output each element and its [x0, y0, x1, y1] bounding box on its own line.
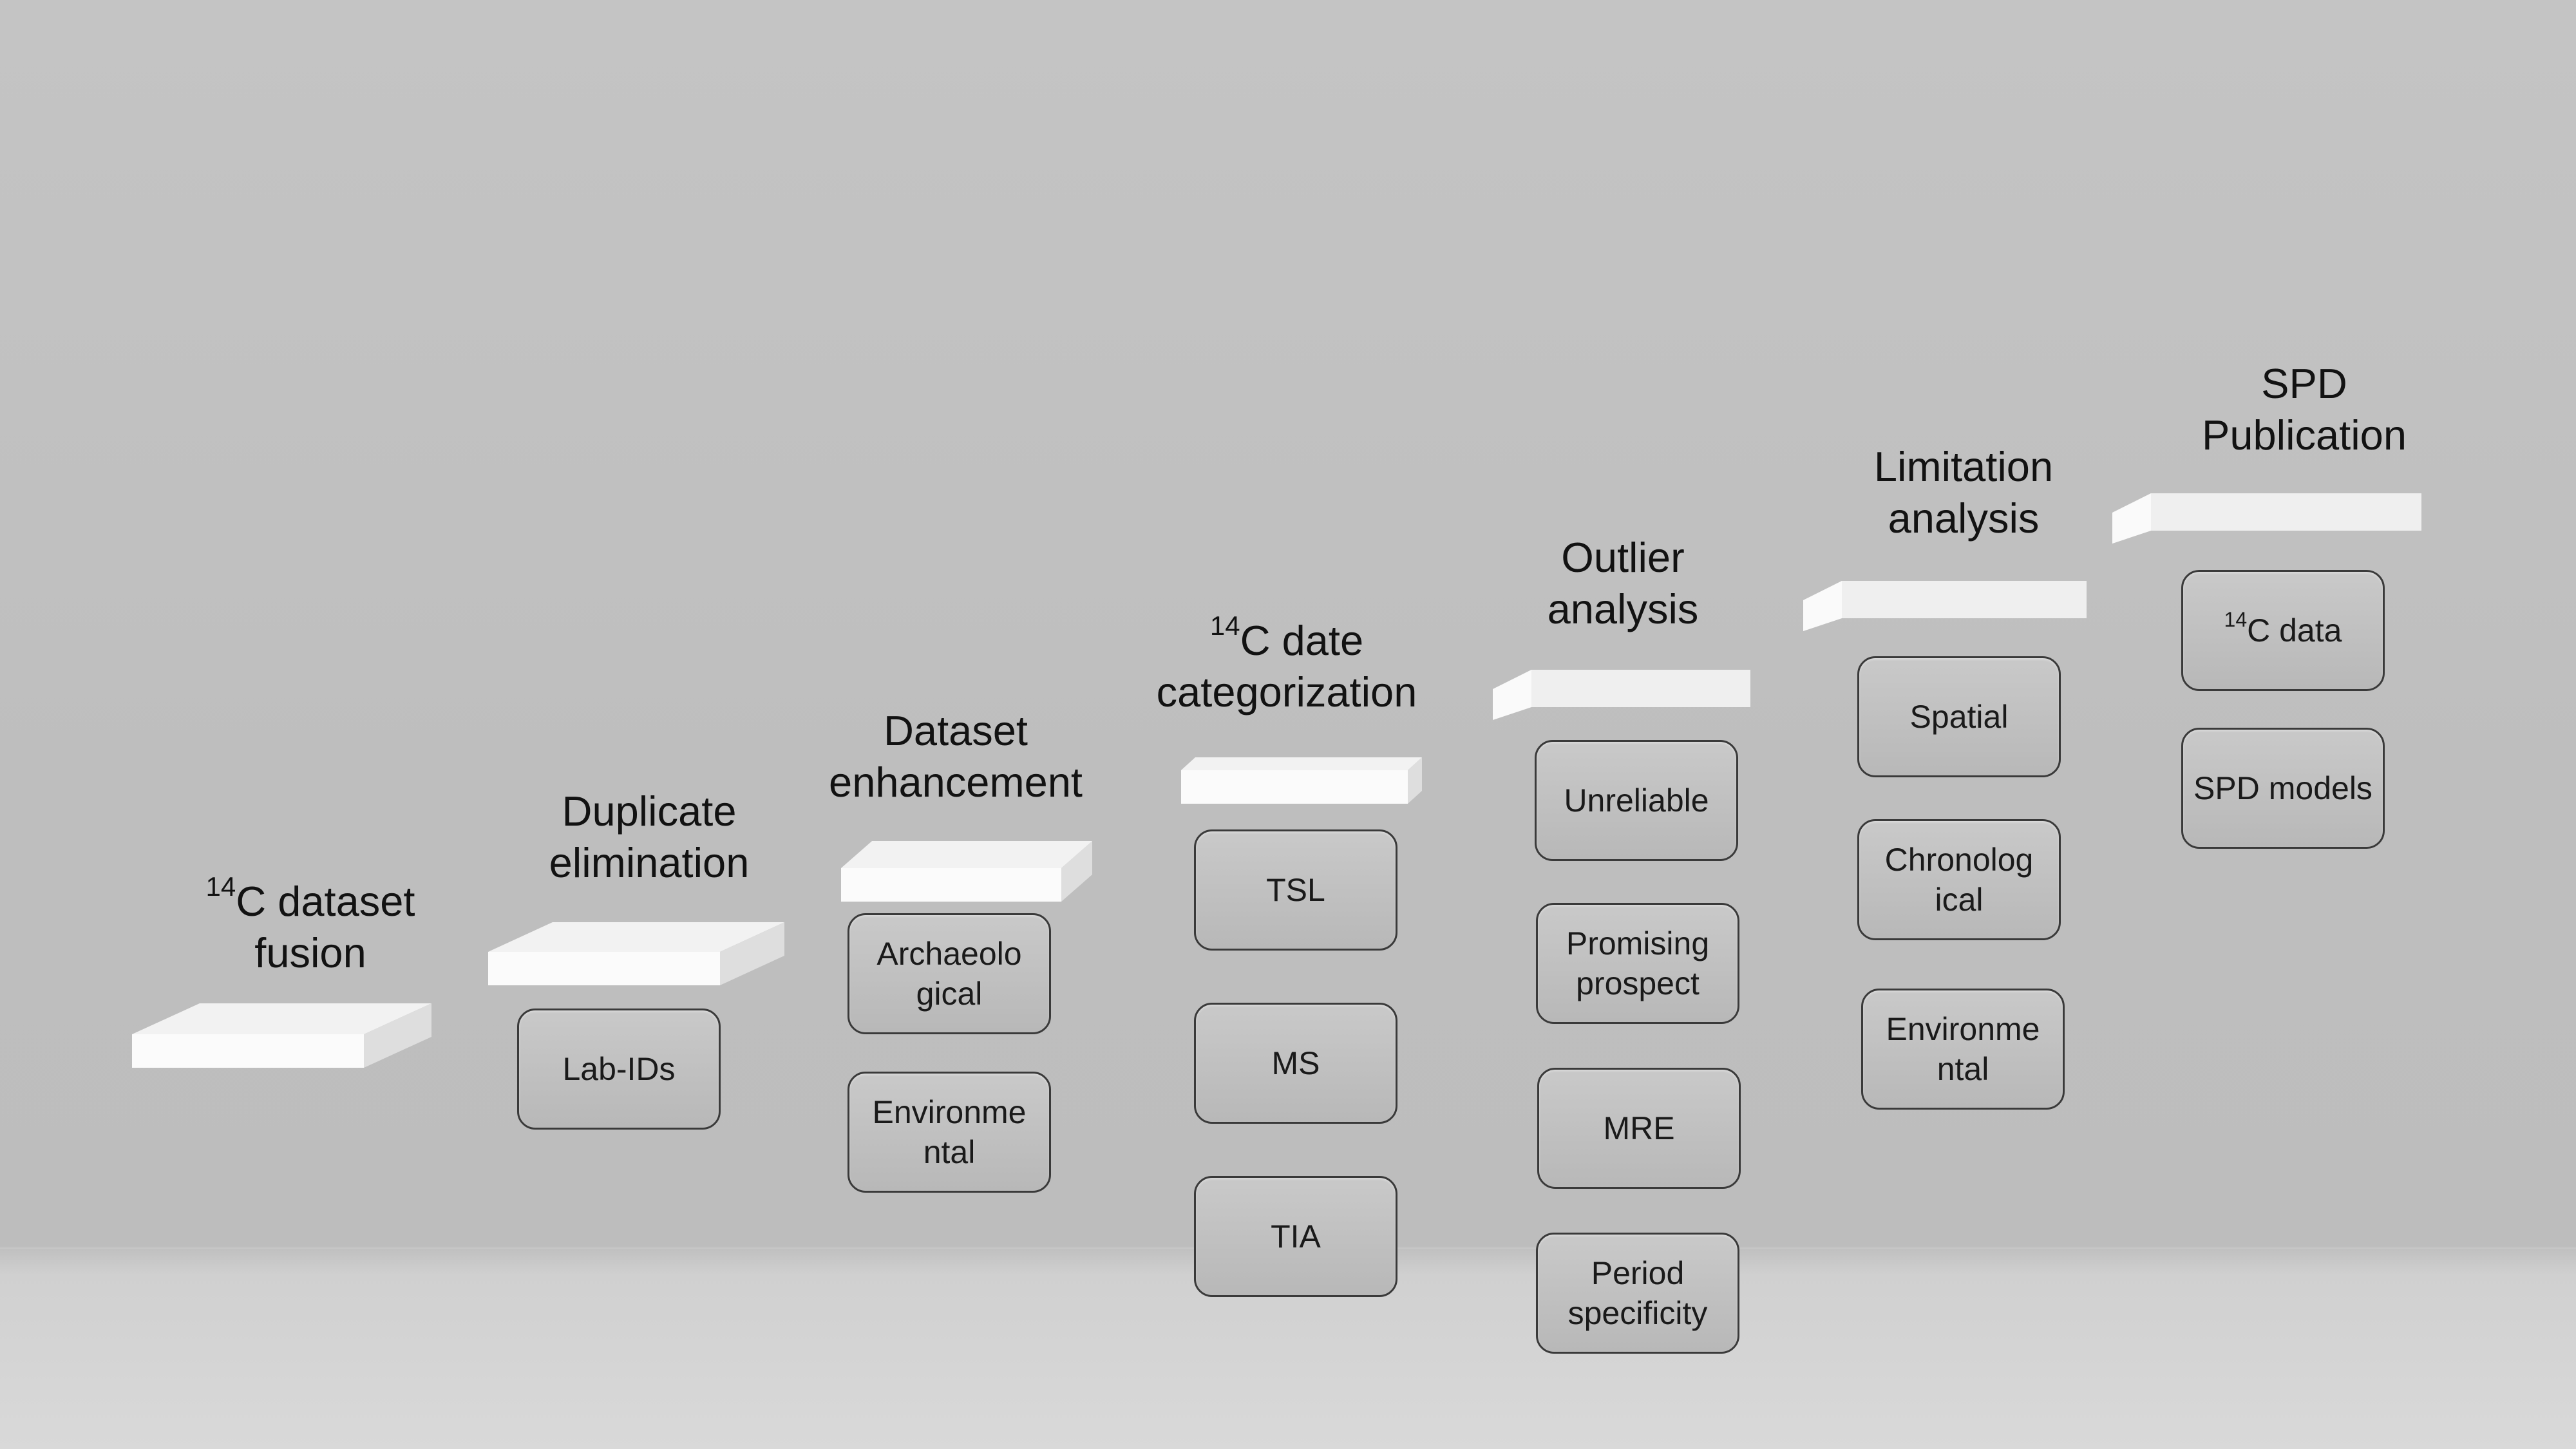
step-6-item-3: Environme ntal — [1861, 989, 2065, 1110]
step-3-item-2: Environme ntal — [848, 1072, 1051, 1193]
step-5-item-1-label: Unreliable — [1564, 782, 1709, 819]
superscript-14: 14 — [205, 871, 236, 902]
shelf-face-3 — [1061, 841, 1092, 902]
superscript-14: 14 — [2224, 608, 2248, 631]
step-7-item-1-label-text: C data — [2247, 612, 2342, 649]
step-1-title-line-1: 14C dataset — [206, 873, 415, 927]
step-5-title-line-1: Outlier — [1561, 534, 1685, 581]
step-5-shelf — [1493, 663, 1763, 734]
step-3-item-1-label: Archaeolo gical — [876, 936, 1022, 1012]
step-7-item-2: SPD models — [2181, 728, 2385, 849]
step-3-title: Dataset enhancement — [829, 705, 1083, 808]
step-5-item-3: MRE — [1537, 1068, 1741, 1189]
shelf-face-2 — [488, 952, 720, 985]
step-1-title: 14C dataset fusion — [206, 873, 415, 979]
shelf-face-3 — [1493, 670, 1531, 720]
step-2-item-1-label: Lab-IDs — [562, 1051, 676, 1087]
step-6-item-3-label: Environme ntal — [1886, 1011, 2040, 1087]
step-7-title: SPD Publication — [2202, 358, 2407, 461]
step-5-item-4: Period specificity — [1536, 1233, 1739, 1354]
shelf-face-1 — [841, 841, 1092, 868]
step-5-item-4-label: Period specificity — [1567, 1255, 1708, 1331]
step-4-title-line-1-text: C date — [1240, 617, 1364, 664]
step-2-title: Duplicate elimination — [549, 786, 750, 889]
step-2-item-1: Lab-IDs — [517, 1009, 721, 1130]
step-6-title-line-2: analysis — [1888, 495, 2040, 542]
shelf-face-1 — [132, 1003, 431, 1034]
step-4-title: 14C date categorization — [1156, 612, 1417, 718]
shelf-face-2 — [132, 1034, 364, 1068]
step-2-title-line-1: Duplicate — [562, 788, 737, 835]
step-5-title-line-2: analysis — [1547, 585, 1699, 632]
step-5-title: Outlier analysis — [1548, 532, 1699, 635]
shelf-face-2 — [1531, 670, 1750, 707]
step-4-item-1: TSL — [1194, 829, 1397, 951]
step-4-title-line-1: 14C date — [1157, 612, 1417, 667]
step-3-shelf — [841, 835, 1105, 905]
step-6-item-2: Chronolog ical — [1857, 819, 2061, 940]
step-5-item-2: Promising prospect — [1536, 903, 1739, 1024]
shelf-graphic — [132, 1003, 431, 1068]
step-4-item-3: TIA — [1194, 1176, 1397, 1297]
step-7-title-line-2: Publication — [2202, 412, 2407, 459]
shelf-face-3 — [1803, 581, 1842, 631]
step-7-item-1: 14C data — [2181, 570, 2385, 691]
step-5-item-1: Unreliable — [1535, 740, 1738, 861]
step-4-item-3-label: TIA — [1271, 1218, 1321, 1255]
shelf-face-1 — [1181, 757, 1422, 770]
shelf-face-2 — [841, 868, 1061, 902]
step-4-title-line-2: categorization — [1156, 668, 1417, 715]
shelf-face-3 — [1408, 757, 1422, 804]
shelf-face-2 — [1842, 581, 2087, 618]
step-7-item-1-label: 14C data — [2224, 608, 2342, 650]
step-2-title-line-2: elimination — [549, 839, 750, 886]
step-6-shelf — [1803, 574, 2099, 645]
step-3-title-line-2: enhancement — [829, 759, 1083, 806]
shelf-graphic — [1493, 670, 1750, 720]
step-4-item-2: MS — [1194, 1003, 1397, 1124]
step-3-item-1: Archaeolo gical — [848, 913, 1051, 1034]
step-1-title-line-2: fusion — [254, 929, 366, 976]
step-4-item-2-label: MS — [1271, 1045, 1320, 1081]
step-1-shelf — [132, 997, 444, 1068]
shelf-graphic — [1803, 581, 2087, 631]
shelf-face-2 — [1181, 770, 1408, 804]
shelf-face-1 — [488, 922, 784, 952]
step-5-item-3-label: MRE — [1603, 1110, 1675, 1146]
step-2-shelf — [488, 916, 797, 987]
shelf-face-3 — [364, 1003, 431, 1068]
step-7-item-2-label: SPD models — [2193, 770, 2372, 806]
step-6-item-1-label: Spatial — [1909, 699, 2009, 735]
shelf-graphic — [488, 922, 784, 985]
shelf-face-2 — [2151, 493, 2421, 531]
shelf-graphic — [841, 841, 1092, 902]
step-1-title-line-1-text: C dataset — [236, 878, 415, 925]
shelf-graphic — [1181, 757, 1422, 804]
shelf-graphic — [2112, 493, 2421, 544]
step-6-item-2-label: Chronolog ical — [1884, 842, 2034, 918]
step-3-item-2-label: Environme ntal — [872, 1094, 1027, 1170]
step-5-item-2-label: Promising prospect — [1566, 925, 1710, 1001]
superscript-14: 14 — [1209, 611, 1240, 641]
shelf-face-3 — [2112, 493, 2151, 544]
step-6-title-line-1: Limitation — [1873, 443, 2054, 490]
step-4-item-1-label: TSL — [1266, 872, 1325, 908]
step-7-title-line-1: SPD — [2261, 360, 2347, 407]
step-6-title: Limitation analysis — [1874, 441, 2053, 544]
step-3-title-line-1: Dataset — [883, 707, 1028, 754]
step-6-item-1: Spatial — [1857, 656, 2061, 777]
step-7-shelf — [2112, 487, 2434, 558]
step-4-shelf — [1181, 751, 1435, 822]
shelf-face-3 — [720, 922, 784, 985]
